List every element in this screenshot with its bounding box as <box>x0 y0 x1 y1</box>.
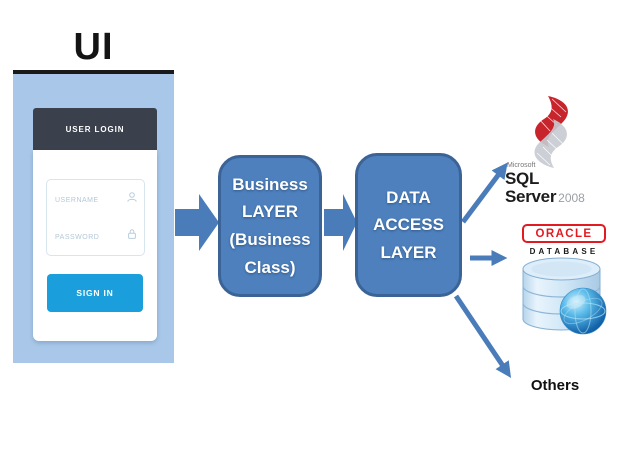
business-layer-box: Business LAYER (Business Class) <box>218 155 322 297</box>
oracle-product-label: DATABASE <box>529 247 599 256</box>
login-card-header: USER LOGIN <box>33 108 157 150</box>
username-input[interactable] <box>47 180 135 220</box>
database-cylinder-globe-icon <box>519 255 609 342</box>
ui-title-underline <box>13 70 174 74</box>
sql-server-name: SQL Server <box>505 169 557 206</box>
block-arrow-right-icon <box>175 194 219 251</box>
business-layer-line: (Business <box>229 230 311 249</box>
username-field[interactable] <box>46 179 145 220</box>
data-access-line: LAYER <box>380 242 437 262</box>
lock-icon <box>126 227 138 245</box>
business-layer-line: LAYER <box>241 202 299 222</box>
ui-tier-title: UI <box>73 26 114 68</box>
block-arrow-right-icon <box>324 194 357 251</box>
sql-server-year: 2008 <box>558 191 585 205</box>
password-field[interactable] <box>46 217 145 257</box>
thin-arrow-icon <box>453 294 512 378</box>
user-icon <box>126 190 138 208</box>
password-input[interactable] <box>47 217 135 257</box>
business-layer-line: Business <box>232 174 308 194</box>
sql-server-ribbon-icon <box>519 95 585 174</box>
sql-server-vendor: Microsoft <box>507 162 536 169</box>
business-layer-line: Class) <box>244 257 296 277</box>
oracle-wordmark: ORACLE <box>522 224 606 243</box>
login-card: SIGN IN <box>33 150 157 341</box>
data-access-line: ACCESS <box>373 215 444 235</box>
thin-arrow-icon <box>461 162 508 224</box>
data-access-line: DATA <box>386 187 431 207</box>
sign-in-button[interactable]: SIGN IN <box>47 274 143 312</box>
data-access-layer-box: DATA ACCESS LAYER <box>355 153 462 297</box>
others-target-label: Others <box>530 377 580 394</box>
